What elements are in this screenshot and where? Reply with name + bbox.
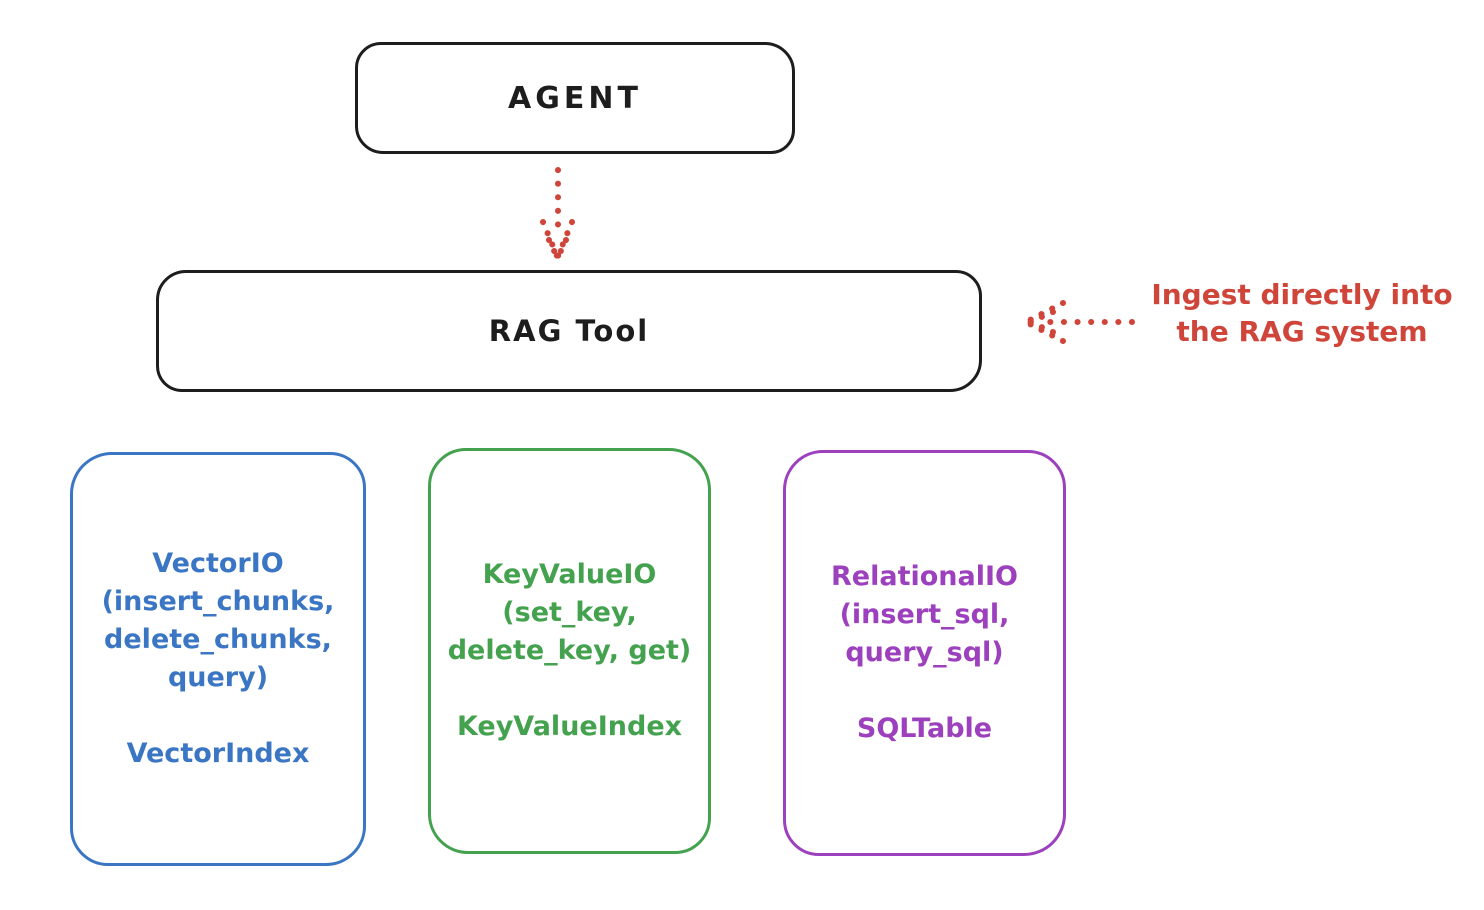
keyvalue-io-methods-line2: delete_key, get) bbox=[447, 635, 692, 666]
vector-index-label: VectorIndex bbox=[126, 738, 310, 769]
vector-io-methods-line1: (insert_chunks, bbox=[101, 586, 335, 617]
keyvalue-io-methods-line1: (set_key, bbox=[502, 597, 637, 628]
relational-io-node: RelationalIO (insert_sql, query_sql) SQL… bbox=[783, 450, 1066, 856]
ingest-annotation: Ingest directly into the RAG system bbox=[1128, 276, 1476, 350]
vector-io-methods-line2: delete_chunks, bbox=[104, 624, 332, 655]
relational-io-methods-line1: (insert_sql, bbox=[839, 599, 1010, 630]
dotted-arrow-left-icon bbox=[1023, 300, 1135, 344]
vector-io-title: VectorIO bbox=[152, 548, 284, 579]
sql-table-label: SQLTable bbox=[856, 713, 993, 744]
vector-io-methods-line3: query) bbox=[167, 662, 269, 693]
dotted-arrow-down-icon bbox=[540, 167, 575, 260]
keyvalue-io-node: KeyValueIO (set_key, delete_key, get) Ke… bbox=[428, 448, 711, 854]
rag-tool-node: RAG Tool bbox=[156, 270, 982, 392]
relational-io-methods-line2: query_sql) bbox=[845, 637, 1004, 668]
agent-node: AGENT bbox=[355, 42, 795, 154]
ingest-annotation-line1: Ingest directly into bbox=[1151, 278, 1453, 311]
ingest-annotation-line2: the RAG system bbox=[1176, 315, 1428, 348]
rag-tool-label: RAG Tool bbox=[488, 314, 650, 348]
keyvalue-io-title: KeyValueIO bbox=[482, 559, 657, 590]
vector-io-node: VectorIO (insert_chunks, delete_chunks, … bbox=[70, 452, 366, 866]
keyvalue-index-label: KeyValueIndex bbox=[456, 711, 683, 742]
relational-io-title: RelationalIO bbox=[831, 561, 1018, 592]
agent-label: AGENT bbox=[508, 80, 642, 116]
